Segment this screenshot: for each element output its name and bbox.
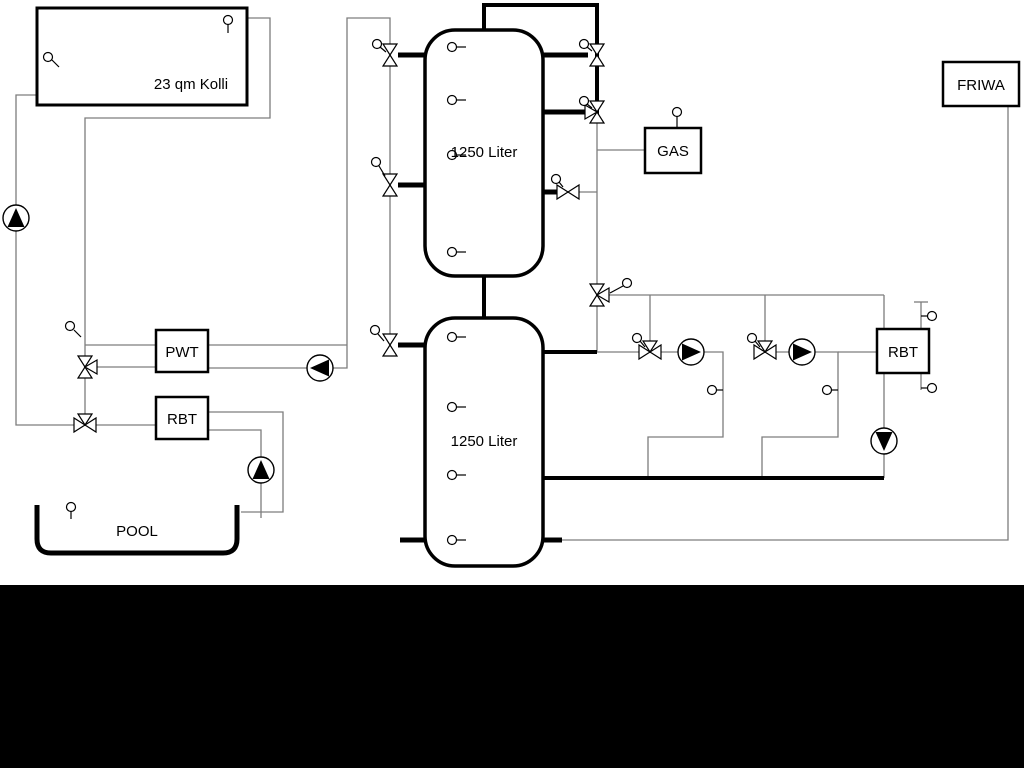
valve-icon — [381, 43, 399, 67]
pipe-circuit2 — [761, 351, 839, 478]
three-way-valve-icon — [73, 413, 97, 434]
temp-sensor-icon — [550, 173, 564, 188]
pump-pool-icon — [247, 456, 275, 484]
rbt-left-box — [154, 395, 210, 441]
temp-sensor-icon — [578, 38, 593, 52]
pipe-friwa-dhw — [543, 106, 1009, 541]
temp-sensor-icon — [821, 384, 838, 396]
valve-icon — [381, 333, 399, 357]
temp-sensor-icon — [222, 14, 234, 33]
temp-sensor-icon — [446, 149, 466, 161]
rbt-right-label: RBT — [888, 344, 918, 361]
temp-sensor-icon — [671, 106, 683, 128]
rbt-right-box — [875, 327, 931, 375]
pipe-solar-supply — [84, 17, 271, 425]
gas-label: GAS — [657, 143, 689, 160]
temp-sensor-icon — [446, 246, 466, 258]
tank-bottom-label: 1250 Liter — [451, 433, 518, 450]
temp-sensor-icon — [446, 469, 466, 481]
pipe-charge-riser — [208, 17, 391, 369]
friwa-label: FRIWA — [957, 77, 1005, 94]
temp-sensor-icon — [446, 534, 466, 546]
pump-charge-icon — [306, 354, 334, 382]
gas-boiler-box — [643, 126, 703, 175]
temp-sensor-icon — [578, 95, 593, 109]
mixing-valve-icon — [638, 340, 662, 361]
temp-sensor-icon — [64, 320, 82, 338]
pipe-pool-loop-return — [208, 411, 284, 513]
valve-icon — [556, 183, 580, 201]
three-way-valve-icon — [584, 100, 606, 124]
pump-rbt-return-icon — [870, 427, 898, 455]
valves — [73, 43, 777, 434]
solar-collector-box — [35, 6, 249, 107]
tank-port-stubs — [398, 52, 588, 543]
tank-top-label: 1250 Liter — [451, 144, 518, 161]
letterbox-bottom — [0, 585, 1024, 768]
pipe-network — [15, 17, 1009, 541]
pump-heating2-icon — [788, 338, 816, 366]
temp-sensor-icon — [706, 384, 723, 396]
pumps — [2, 204, 898, 484]
pump-collector-icon — [2, 204, 30, 232]
pipe-pool-loop-supply — [208, 429, 262, 518]
labels: 23 qm Kolli 1250 Liter 1250 Liter GAS FR… — [116, 76, 1005, 540]
temp-sensor-icon — [446, 331, 466, 343]
temp-sensor-icon — [370, 156, 386, 177]
pipe-circuit1 — [597, 351, 724, 478]
collector-label: 23 qm Kolli — [154, 76, 228, 93]
temp-sensor-icon — [921, 382, 938, 394]
valve-actuator-icon — [746, 332, 761, 348]
three-way-valve-icon — [76, 355, 98, 379]
valve-actuator-icon — [631, 332, 646, 348]
valve-icon — [588, 43, 606, 67]
temp-sensor-icon — [446, 401, 466, 413]
temperature-sensors — [42, 14, 938, 546]
mixing-valve-icon — [753, 340, 777, 361]
temp-sensor-icon — [369, 324, 385, 342]
pwt-label: PWT — [165, 344, 198, 361]
temp-sensor-icon — [609, 277, 633, 294]
pool-basin — [34, 505, 240, 556]
pool-label: POOL — [116, 523, 158, 540]
buffer-tank-top — [423, 28, 545, 278]
rbt-left-label: RBT — [167, 411, 197, 428]
friwa-box — [941, 60, 1021, 108]
buffer-tank-bottom — [423, 316, 545, 568]
temp-sensor-icon — [65, 501, 77, 519]
temp-sensor-icon — [921, 310, 938, 322]
valve-icon — [381, 173, 399, 197]
temp-sensor-icon — [42, 51, 60, 68]
pump-heating1-icon — [677, 338, 705, 366]
pwt-box — [154, 328, 210, 374]
three-way-valve-icon — [588, 283, 610, 307]
temp-sensor-icon — [446, 94, 466, 106]
temp-sensor-icon — [446, 41, 466, 53]
temp-sensor-icon — [371, 38, 387, 53]
